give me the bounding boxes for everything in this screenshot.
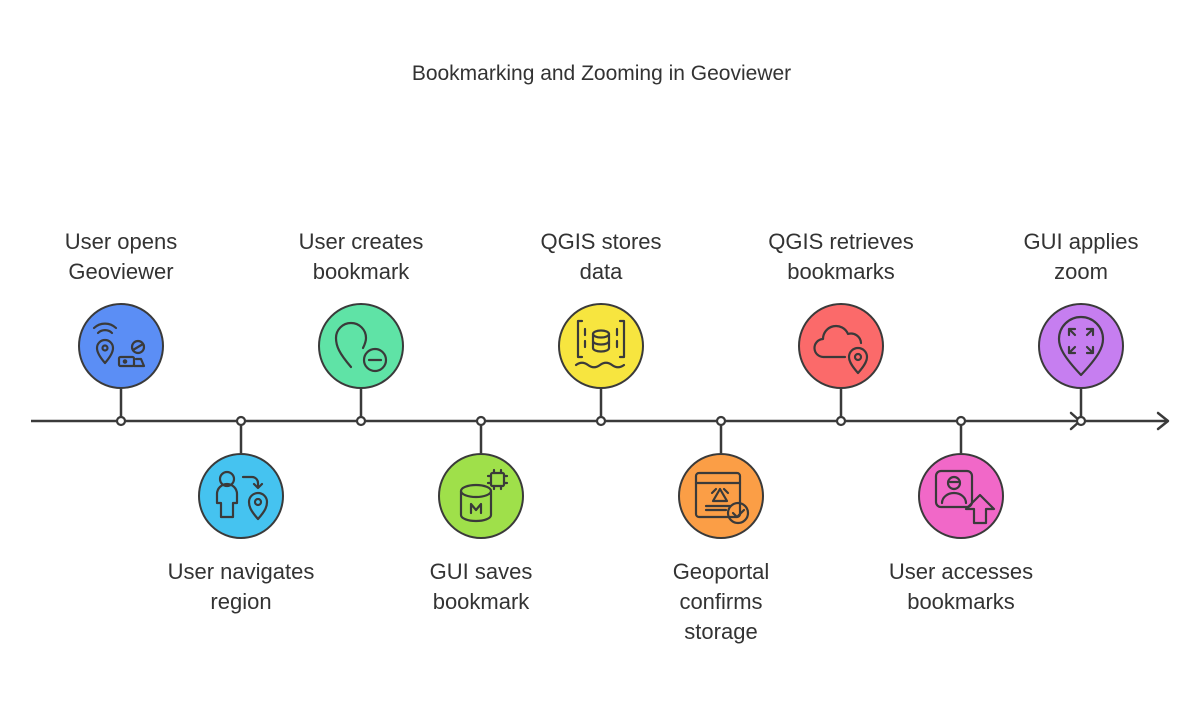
timeline-dot-9 [1075, 415, 1087, 427]
step-node-7 [798, 303, 884, 389]
timeline-dot-3 [355, 415, 367, 427]
diagram-title: Bookmarking and Zooming in Geoviewer [411, 62, 792, 85]
cloud-location-icon [813, 324, 869, 375]
timeline-dot-8 [955, 415, 967, 427]
timeline-dot-4 [475, 415, 487, 427]
timeline-dot-5 [595, 415, 607, 427]
timeline-arrowhead [1156, 411, 1170, 431]
step-node-3 [318, 303, 404, 389]
location-user-icon [92, 322, 146, 368]
step-node-1 [78, 303, 164, 389]
timeline-dot-1 [115, 415, 127, 427]
step-node-6 [678, 453, 764, 539]
step-node-5 [558, 303, 644, 389]
pin-expand-icon [1057, 315, 1105, 377]
timeline-dot-6 [715, 415, 727, 427]
pin-minus-icon [334, 321, 388, 373]
step-node-9 [1038, 303, 1124, 389]
memory-database-icon [459, 468, 509, 523]
timeline-dot-2 [235, 415, 247, 427]
step-node-4 [438, 453, 524, 539]
user-location-arrow-icon [215, 470, 269, 521]
timeline-dot-7 [835, 415, 847, 427]
step-node-8 [918, 453, 1004, 539]
database-water-icon [574, 319, 626, 369]
user-upload-icon [934, 469, 996, 525]
printer-check-icon [694, 471, 750, 525]
step-node-2 [198, 453, 284, 539]
